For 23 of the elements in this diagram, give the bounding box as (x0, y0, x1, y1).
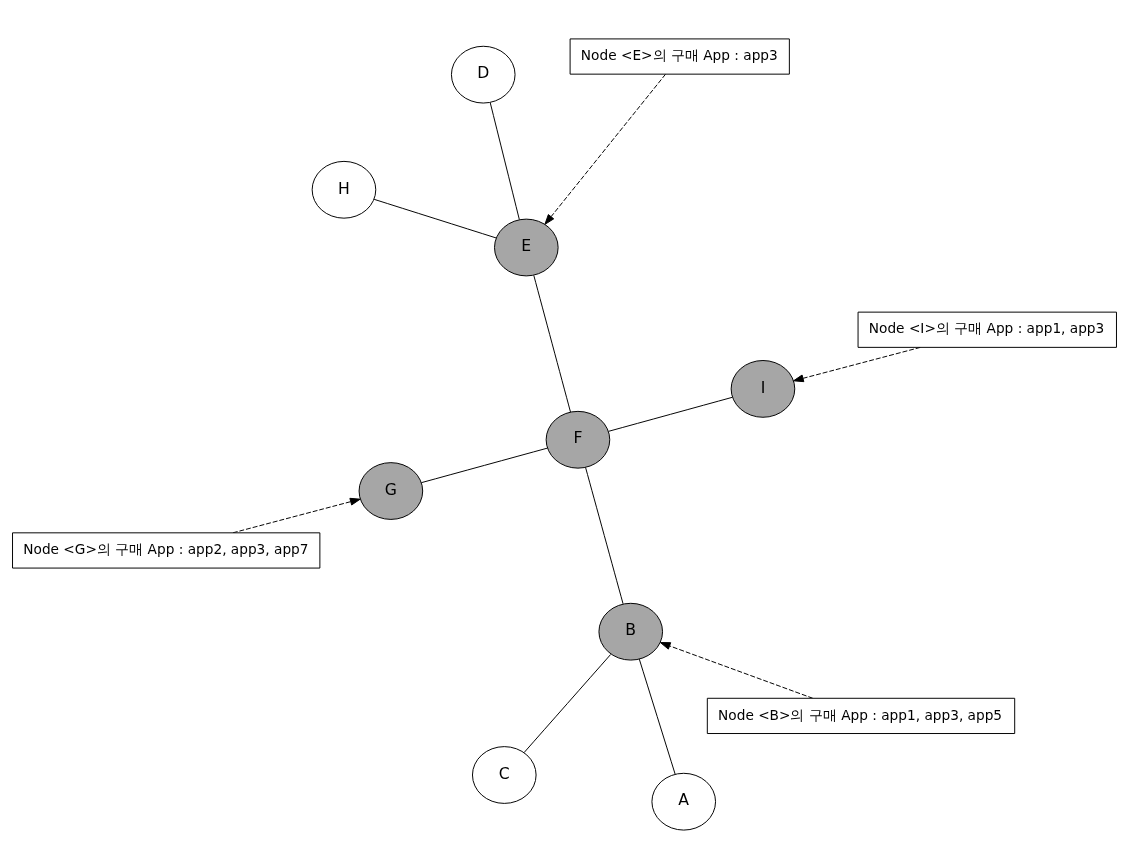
connector (638, 658, 676, 774)
connector (489, 101, 520, 220)
connector (523, 653, 612, 753)
connector (533, 274, 571, 413)
node-ellipse: F (545, 410, 611, 469)
connector (585, 466, 624, 604)
arrow (544, 73, 667, 225)
node-box: Node <B>의 구매 App : app1, app3, app5 (706, 697, 1016, 734)
connector (373, 198, 497, 238)
node-ellipse: I (730, 359, 796, 418)
node-ellipse: D (450, 45, 516, 104)
node-ellipse: B (598, 602, 664, 661)
node-ellipse: H (311, 160, 377, 219)
node-box: Node <E>의 구매 App : app3 (569, 37, 790, 75)
node-box: Node <G>의 구매 App : app2, app3, app7 (12, 531, 321, 569)
node-box: Node <I>의 구매 App : app1, app3 (857, 311, 1117, 348)
connector (420, 447, 548, 483)
node-ellipse: A (651, 772, 717, 831)
node-ellipse: G (358, 461, 424, 520)
connector (608, 396, 733, 432)
node-ellipse: E (494, 218, 559, 276)
node-ellipse: C (472, 745, 537, 804)
arrow (793, 346, 921, 382)
